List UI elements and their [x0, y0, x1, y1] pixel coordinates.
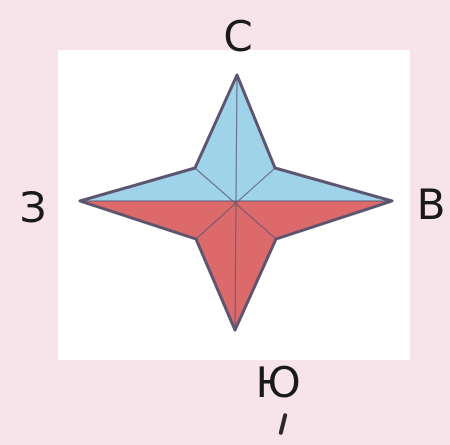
south-label: Ю [255, 362, 300, 404]
east-label: В [417, 184, 446, 226]
north-label: С [223, 16, 252, 58]
west-label: З [20, 187, 47, 229]
